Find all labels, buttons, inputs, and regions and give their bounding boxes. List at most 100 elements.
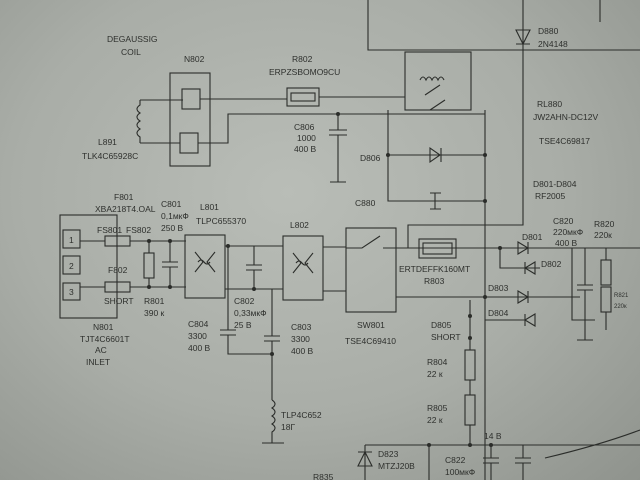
switch-sw801 xyxy=(345,227,640,313)
label-c804: C804 xyxy=(188,319,209,329)
label-n802: N802 xyxy=(184,54,205,64)
label-c822-val: 100мкФ xyxy=(445,467,475,477)
label-r821-val: 220к xyxy=(614,304,627,310)
label-sw801: SW801 xyxy=(357,320,385,330)
label-r835: R835 xyxy=(313,472,334,480)
capacitor-c806 xyxy=(329,112,347,183)
dropper-resistors xyxy=(464,300,476,446)
diode-d880 xyxy=(515,29,531,46)
label-l891: L891 xyxy=(98,137,117,147)
choke-l801 xyxy=(184,234,226,299)
label-d801-d804-part: RF2005 xyxy=(535,191,566,201)
label-d802: D802 xyxy=(541,259,562,269)
label-c803-val: 3300 xyxy=(291,334,310,344)
label-c802-v: 25 B xyxy=(234,320,252,330)
label-short1: SHORT xyxy=(104,296,134,306)
label-c820: C820 xyxy=(553,216,574,226)
label-c806: C806 xyxy=(294,122,315,132)
label-d801-d804: D801-D804 xyxy=(533,179,577,189)
label-l801: L801 xyxy=(200,202,219,212)
label-pin2: 2 xyxy=(69,261,74,271)
label-f801: F801 xyxy=(114,192,134,202)
label-f801-part: XBA218T4.OAL xyxy=(95,204,156,214)
label-coil: COIL xyxy=(121,47,141,57)
label-f802: F802 xyxy=(108,265,128,275)
filter-middle xyxy=(220,244,284,444)
label-c820-v: 400 B xyxy=(555,238,578,248)
label-r801: R801 xyxy=(144,296,165,306)
label-r805-val: 22 к xyxy=(427,415,443,425)
fuse-f802 xyxy=(104,281,131,293)
label-tlp-val: 18Г xyxy=(281,422,295,432)
bridge-rectifier xyxy=(483,241,612,341)
resistor-r802 xyxy=(286,87,405,107)
label-r802: R802 xyxy=(292,54,313,64)
label-c803: C803 xyxy=(291,322,312,332)
label-r803-part: ERTDEFFK160MT xyxy=(399,264,470,274)
label-d801: D801 xyxy=(522,232,543,242)
label-c802-val: 0,33мкФ xyxy=(234,308,267,318)
input-lines xyxy=(80,235,186,293)
label-c802: C802 xyxy=(234,296,255,306)
label-rl880-part: JW2AHN-DC12V xyxy=(533,112,599,122)
choke-l802 xyxy=(282,235,346,301)
relay-rl880 xyxy=(404,51,472,111)
label-n801-ac: AC xyxy=(95,345,107,355)
label-r805: R805 xyxy=(427,403,448,413)
label-l891-part: TLK4C65928C xyxy=(82,151,138,161)
label-short2: SHORT xyxy=(431,332,461,342)
label-c806-v: 400 B xyxy=(294,144,317,154)
label-c803-v: 400 B xyxy=(291,346,314,356)
label-c822: C822 xyxy=(445,455,466,465)
label-rl880: RL880 xyxy=(537,99,562,109)
resistor-r803 xyxy=(418,238,457,259)
resistor-r805 xyxy=(464,394,476,426)
label-d880: D880 xyxy=(538,26,559,36)
degaussing-coil-l891 xyxy=(136,99,183,144)
label-c820-val: 220мкФ xyxy=(553,227,583,237)
label-fs801: FS801 xyxy=(97,225,122,235)
label-fs802: FS802 xyxy=(126,225,151,235)
label-d823: D823 xyxy=(378,449,399,459)
resistor-r804 xyxy=(464,349,476,381)
label-n801-inlet: INLET xyxy=(86,357,110,367)
fuse-fs801 xyxy=(104,235,131,247)
ac-inlet-n801 xyxy=(59,214,118,319)
label-c801-val: 0,1мкФ xyxy=(161,211,189,221)
label-degaussing: DEGAUSSIG xyxy=(107,34,158,44)
label-c804-v: 400 B xyxy=(188,343,211,353)
label-d804: D804 xyxy=(488,308,509,318)
label-c806-val: 1000 xyxy=(297,133,316,143)
label-d805: D805 xyxy=(431,320,452,330)
label-rl880-code: TSE4C69817 xyxy=(539,136,590,146)
label-tlp: TLP4C652 xyxy=(281,410,322,420)
label-c801-v: 250 B xyxy=(161,223,184,233)
label-d806: D806 xyxy=(360,153,381,163)
label-d823-part: MTZJ20B xyxy=(378,461,415,471)
label-sw801-part: TSE4C69410 xyxy=(345,336,396,346)
label-n801: N801 xyxy=(93,322,114,332)
label-n801-part: TJT4C6601T xyxy=(80,334,130,344)
label-l802: L802 xyxy=(290,220,309,230)
label-r802-part: ERPZSBOMO9CU xyxy=(269,67,340,77)
label-pin1: 1 xyxy=(69,235,74,245)
label-r804-val: 22 к xyxy=(427,369,443,379)
label-d803: D803 xyxy=(488,283,509,293)
label-l801-part: TLPC655370 xyxy=(196,216,246,226)
label-d880-part: 2N4148 xyxy=(538,39,568,49)
low-voltage-section xyxy=(357,429,640,480)
resistor-r801 xyxy=(143,252,155,279)
label-14v: 14 B xyxy=(484,431,502,441)
label-pin3: 3 xyxy=(69,287,74,297)
label-r804: R804 xyxy=(427,357,448,367)
label-r820-val: 220к xyxy=(594,230,612,240)
label-r801-val: 390 к xyxy=(144,308,165,318)
posistor-n802 xyxy=(169,72,485,167)
relay-frame xyxy=(367,0,640,248)
label-c880: C880 xyxy=(355,198,376,208)
label-r821: R821 xyxy=(614,293,629,299)
label-c801: C801 xyxy=(161,199,182,209)
label-c804-val: 3300 xyxy=(188,331,207,341)
